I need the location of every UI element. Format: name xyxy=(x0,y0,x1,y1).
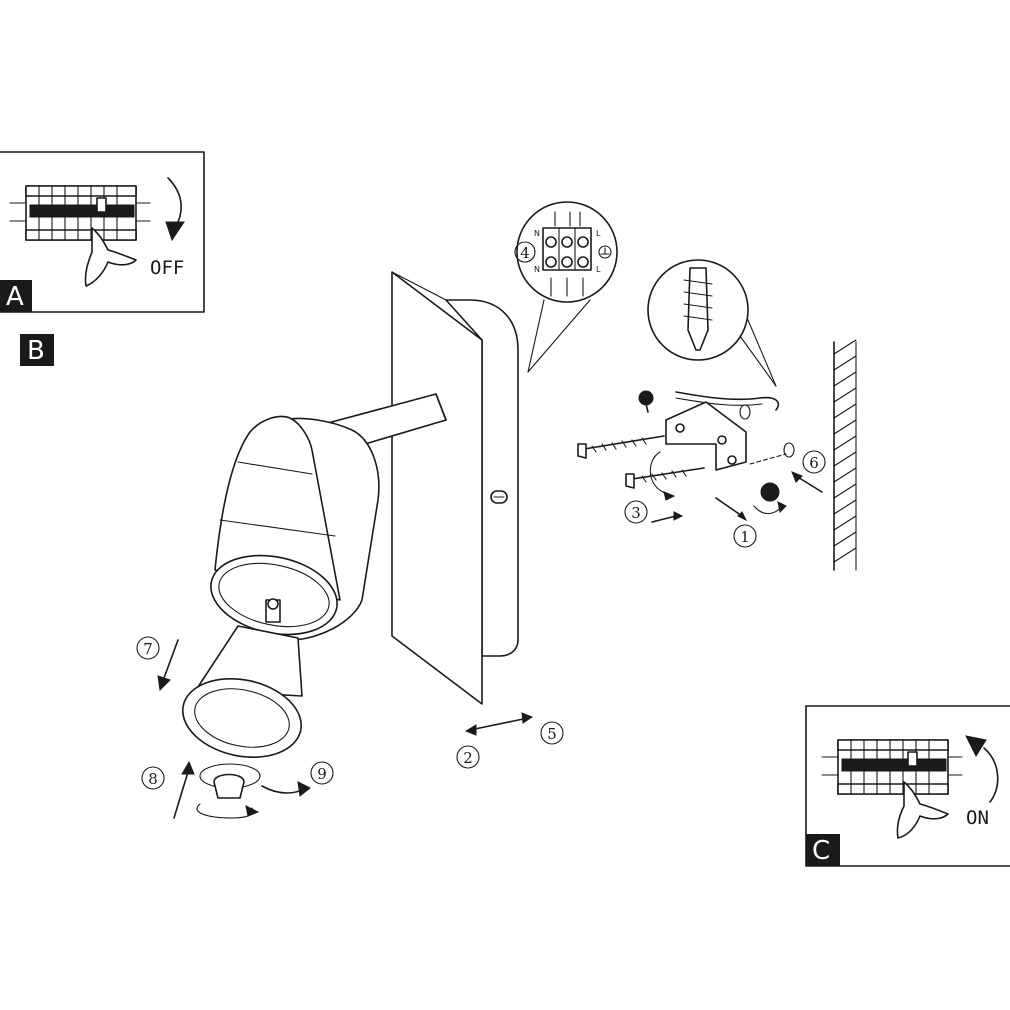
breaker-box-icon xyxy=(821,739,963,795)
step-7-arrow-icon xyxy=(157,675,171,692)
panel-a-tag xyxy=(0,280,32,312)
terminal-screw-icon xyxy=(545,256,557,268)
step-3-group: 3 xyxy=(624,500,684,524)
step-3-arrow-icon xyxy=(673,511,684,521)
ground-symbol-icon xyxy=(598,245,612,259)
lamp-glass xyxy=(194,688,290,748)
wall-hatch xyxy=(833,339,857,563)
panel-b: B xyxy=(20,334,54,366)
wiring-detail: N L N L 4 xyxy=(514,201,618,373)
wire-label-top-n: N xyxy=(534,229,540,238)
panel-a-action: OFF xyxy=(150,257,184,279)
step-7-group: 7 xyxy=(136,636,179,692)
step-1-arrow-icon xyxy=(737,511,748,522)
wall-hole-icon xyxy=(783,442,795,458)
rotate-arrow-icon xyxy=(983,747,999,803)
panel-c-tag xyxy=(806,834,840,866)
step-8-group: 8 xyxy=(141,760,195,819)
terminal-screw-icon xyxy=(577,236,589,248)
panel-b-tag xyxy=(20,334,54,366)
wire-label-bottom-n: N xyxy=(534,265,540,274)
terminal-screw-icon xyxy=(561,236,573,248)
step-1-label: 1 xyxy=(740,528,750,546)
wall-hole-icon xyxy=(739,404,751,420)
terminal-screw-icon xyxy=(561,256,573,268)
bulb-group xyxy=(196,763,261,819)
step-7-label: 7 xyxy=(143,640,153,658)
panel-a-tag-label: A xyxy=(6,282,24,312)
arrow-head-icon xyxy=(965,735,987,758)
breaker-box-icon xyxy=(9,185,151,241)
rotate-arrow-icon xyxy=(167,177,182,223)
wall-plug-icon xyxy=(687,267,709,351)
screw-short-icon xyxy=(625,467,705,481)
small-screw-icon xyxy=(638,390,654,406)
panel-a-frame xyxy=(0,151,205,313)
hand-icon xyxy=(896,781,949,839)
double-arrow-icon xyxy=(469,717,529,731)
step-9-label: 9 xyxy=(317,765,327,783)
wall-section xyxy=(833,339,857,571)
lamp-front xyxy=(181,677,303,759)
step-4-label: 4 xyxy=(520,244,530,262)
terminal-screw-icon xyxy=(545,236,557,248)
spotlight xyxy=(181,393,447,759)
hand-icon xyxy=(84,227,137,287)
panel-c: ON C xyxy=(805,705,1010,867)
wire-label-top-l: L xyxy=(596,229,601,238)
step-6-label: 6 xyxy=(809,454,819,472)
spot-housing xyxy=(214,415,341,601)
step-6-arrow-icon xyxy=(791,471,803,483)
arrow-head-icon xyxy=(165,221,185,242)
step-3-label: 3 xyxy=(631,504,641,522)
step-8-label: 8 xyxy=(148,770,158,788)
screw-long-icon xyxy=(577,435,665,451)
panel-c-action: ON xyxy=(966,807,989,829)
wall-plate xyxy=(391,271,519,705)
wall-plug-detail xyxy=(647,259,777,387)
mounting-plate xyxy=(391,271,483,705)
step-1-group: 1 xyxy=(715,497,787,548)
fixing-screw-icon xyxy=(760,482,780,502)
step-2-label: 2 xyxy=(463,749,473,767)
step-2-5-group: 2 5 xyxy=(456,712,564,769)
step-8-arrow-icon xyxy=(181,760,195,775)
mounting-bracket xyxy=(665,401,747,471)
panel-c-frame xyxy=(805,705,1010,867)
bulb-icon xyxy=(213,773,245,799)
step-5-label: 5 xyxy=(547,725,557,743)
wire-label-bottom-l: L xyxy=(596,265,601,274)
step-6-group: 6 xyxy=(791,450,826,493)
terminal-screw-icon xyxy=(577,256,589,268)
mounting-hardware xyxy=(577,390,795,502)
step-9-group: 9 xyxy=(261,761,334,797)
panel-c-tag-label: C xyxy=(812,836,830,866)
panel-b-tag-label: B xyxy=(27,336,45,366)
cable-icon xyxy=(675,391,780,411)
panel-a: OFF A xyxy=(0,151,205,313)
